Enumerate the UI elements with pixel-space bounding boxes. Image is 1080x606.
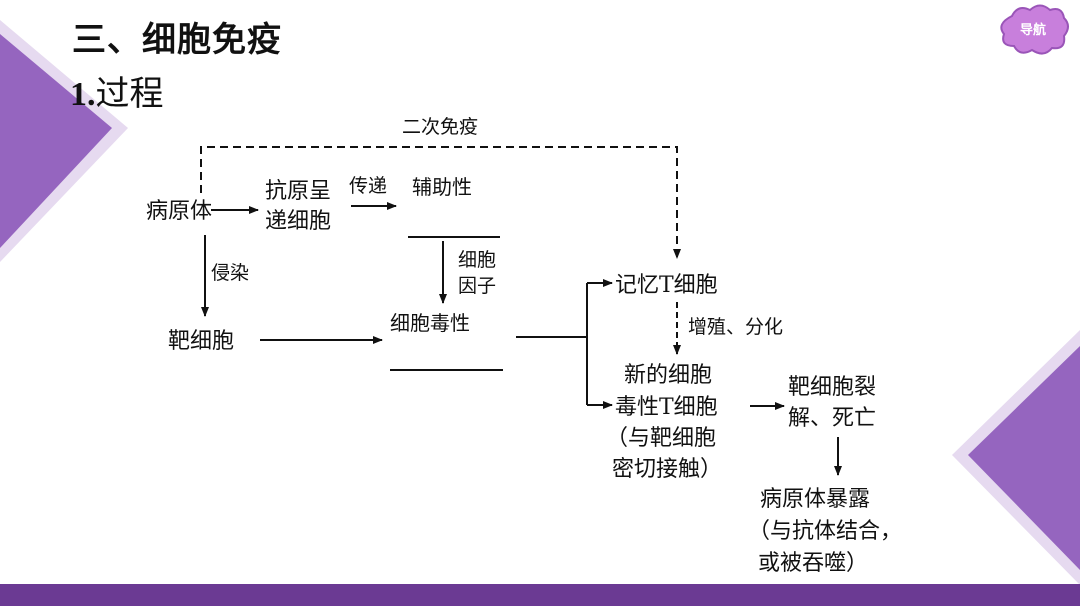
cytotoxic-label: 细胞毒性 <box>390 311 470 335</box>
subtitle-text: 过程 <box>95 74 164 114</box>
right-triangle-inner <box>968 346 1080 570</box>
helper-t-label: 辅助性 <box>412 175 472 199</box>
new-cell-line2: 毒性T细胞 <box>615 395 718 420</box>
new-cell-line1: 新的细胞 <box>624 363 712 388</box>
cloud-icon <box>1000 4 1069 55</box>
apc-label-line1: 抗原呈 <box>265 179 331 204</box>
target-cell-label: 靶细胞 <box>168 329 234 354</box>
secondary-immunity-dashed-arrow <box>200 146 681 259</box>
pathogen-label: 病原体 <box>146 199 212 224</box>
transmit-label: 传递 <box>349 175 387 197</box>
cytokine-label-line2: 因子 <box>458 275 496 297</box>
left-triangle-inner <box>0 34 112 248</box>
nav-button[interactable]: 导航 <box>996 2 1070 58</box>
new-cell-line3: （与靶细胞 <box>606 426 716 451</box>
exposed-line1: 病原体暴露 <box>760 487 870 512</box>
page-title: 三、细胞免疫 <box>72 20 282 60</box>
invasion-label: 侵染 <box>211 262 249 284</box>
apc-label-line2: 递细胞 <box>265 209 331 234</box>
proliferate-label: 增殖、分化 <box>688 316 783 338</box>
subtitle-number: 1. <box>70 76 96 113</box>
section-subtitle: 1.过程 <box>70 66 164 115</box>
new-cell-line4: 密切接触） <box>612 457 722 482</box>
cytokine-label-line1: 细胞 <box>458 249 496 271</box>
memory-t-label: 记忆T细胞 <box>615 273 718 298</box>
nav-label: 导航 <box>1019 23 1046 38</box>
exposed-line2: （与抗体结合， <box>748 519 902 544</box>
bottom-bar <box>0 584 1080 606</box>
exposed-line3: 或被吞噬） <box>758 551 868 576</box>
secondary-immunity-label: 二次免疫 <box>402 116 478 138</box>
lysis-line2: 解、死亡 <box>788 406 876 431</box>
lysis-line1: 靶细胞裂 <box>788 375 876 400</box>
